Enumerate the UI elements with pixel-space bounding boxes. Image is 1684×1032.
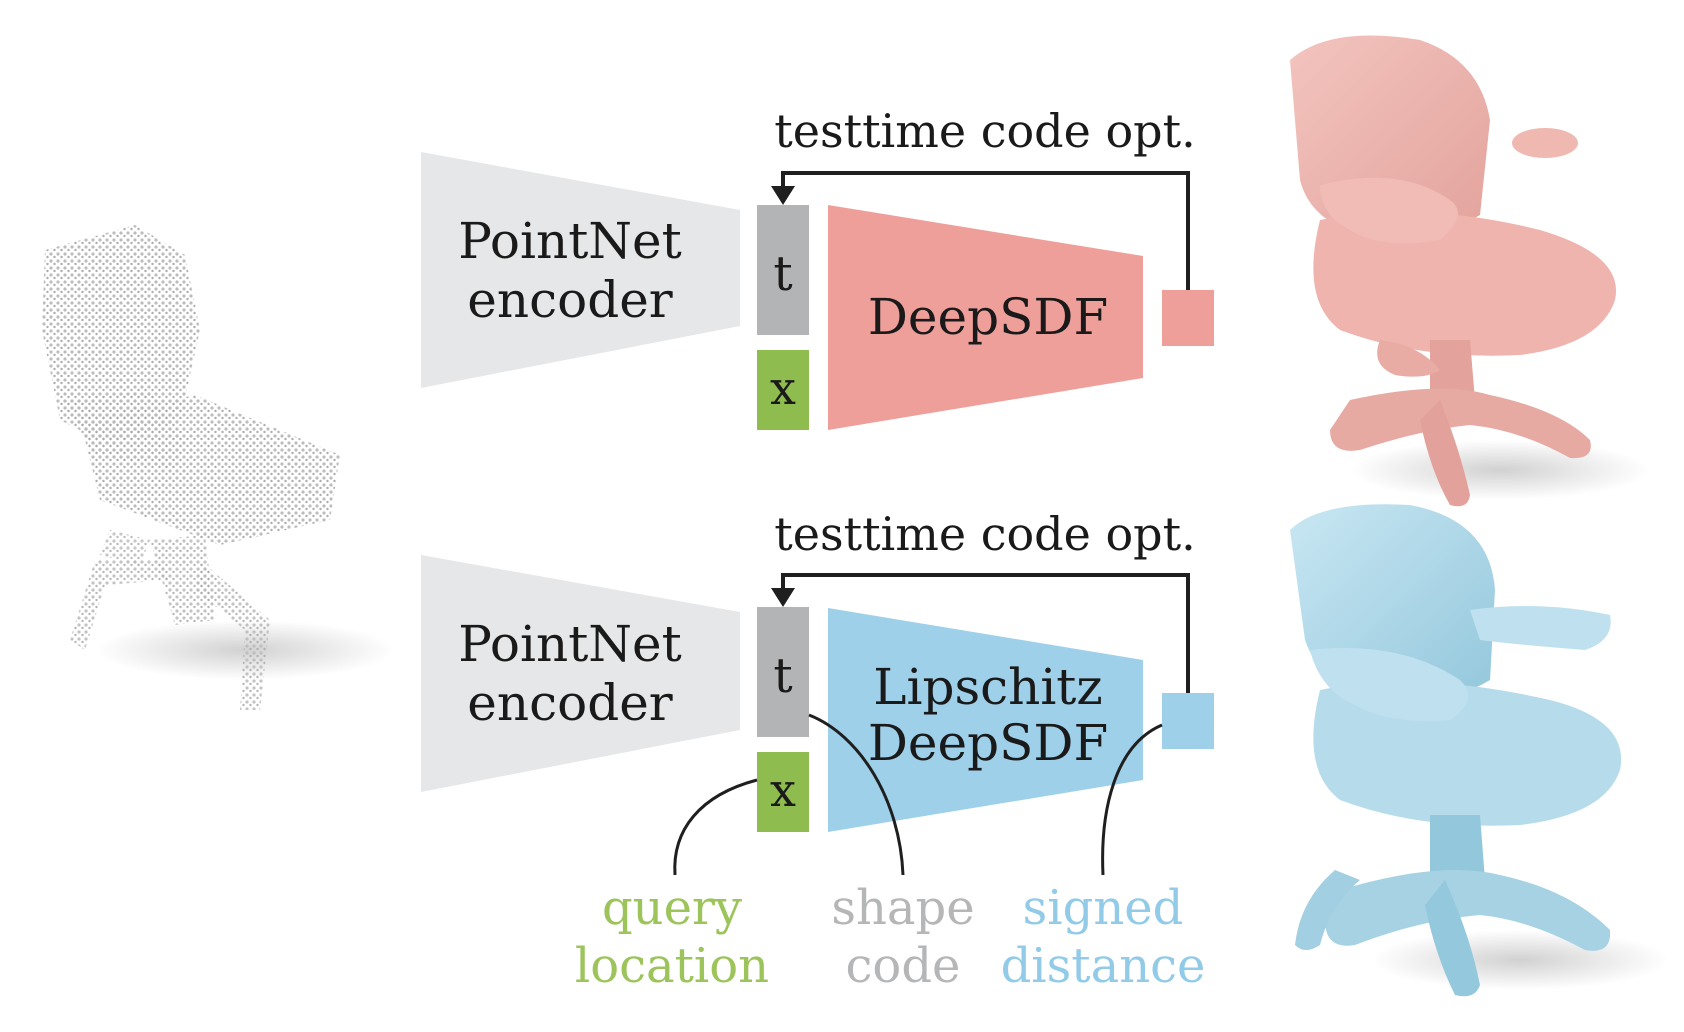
legend-query-line2: location [575, 938, 769, 994]
mesh-chair-blue-icon [1290, 504, 1670, 997]
point-cloud-chair-icon [42, 225, 395, 710]
legend-signed-line1: signed [1023, 880, 1184, 936]
top-pipeline: PointNet encoder t x DeepSDF testtime co… [421, 104, 1214, 430]
bottom-arrowhead-icon [771, 588, 795, 607]
top-output-box [1162, 290, 1214, 346]
shape-callout-line [808, 713, 905, 876]
bottom-output-box [1162, 693, 1214, 749]
bottom-query-label: x [770, 763, 796, 817]
top-shape-code-box [757, 205, 809, 335]
mesh-chair-pink-icon [1290, 35, 1650, 507]
bottom-shape-code-box [757, 607, 809, 737]
bottom-encoder-block [421, 555, 740, 792]
bottom-feedback-arrow [781, 573, 1190, 693]
bottom-lipschitz-label-line2: DeepSDF [868, 714, 1108, 772]
top-encoder-label-line1: PointNet [458, 212, 681, 270]
bottom-shape-code-label: t [773, 648, 792, 704]
top-query-label: x [770, 361, 796, 415]
legend-signed-line2: distance [1001, 938, 1206, 994]
bottom-lipschitz-block [828, 608, 1143, 832]
bottom-pipeline: PointNet encoder t x Lipschitz DeepSDF t… [421, 507, 1214, 876]
legend-query-line1: query [602, 880, 742, 936]
top-shape-code-label: t [773, 246, 792, 302]
legend: query location shape code signed distanc… [575, 880, 1206, 994]
top-encoder-label-line2: encoder [467, 271, 672, 329]
bottom-query-box [757, 752, 809, 832]
query-callout-line [673, 778, 758, 876]
legend-shape-line2: code [846, 938, 961, 994]
top-feedback-arrow [781, 171, 1190, 290]
bottom-loop-label: testtime code opt. [774, 507, 1195, 561]
top-deepsdf-label: DeepSDF [868, 288, 1108, 346]
top-arrowhead-icon [771, 186, 795, 205]
legend-shape-line1: shape [831, 880, 974, 936]
top-query-box [757, 350, 809, 430]
signed-callout-line [1101, 723, 1163, 876]
bottom-encoder-label-line1: PointNet [458, 615, 681, 673]
bottom-lipschitz-label-line1: Lipschitz [873, 658, 1103, 716]
top-deepsdf-block [828, 205, 1143, 430]
bottom-encoder-label-line2: encoder [467, 674, 672, 732]
top-loop-label: testtime code opt. [774, 104, 1195, 158]
top-encoder-block [421, 152, 740, 388]
